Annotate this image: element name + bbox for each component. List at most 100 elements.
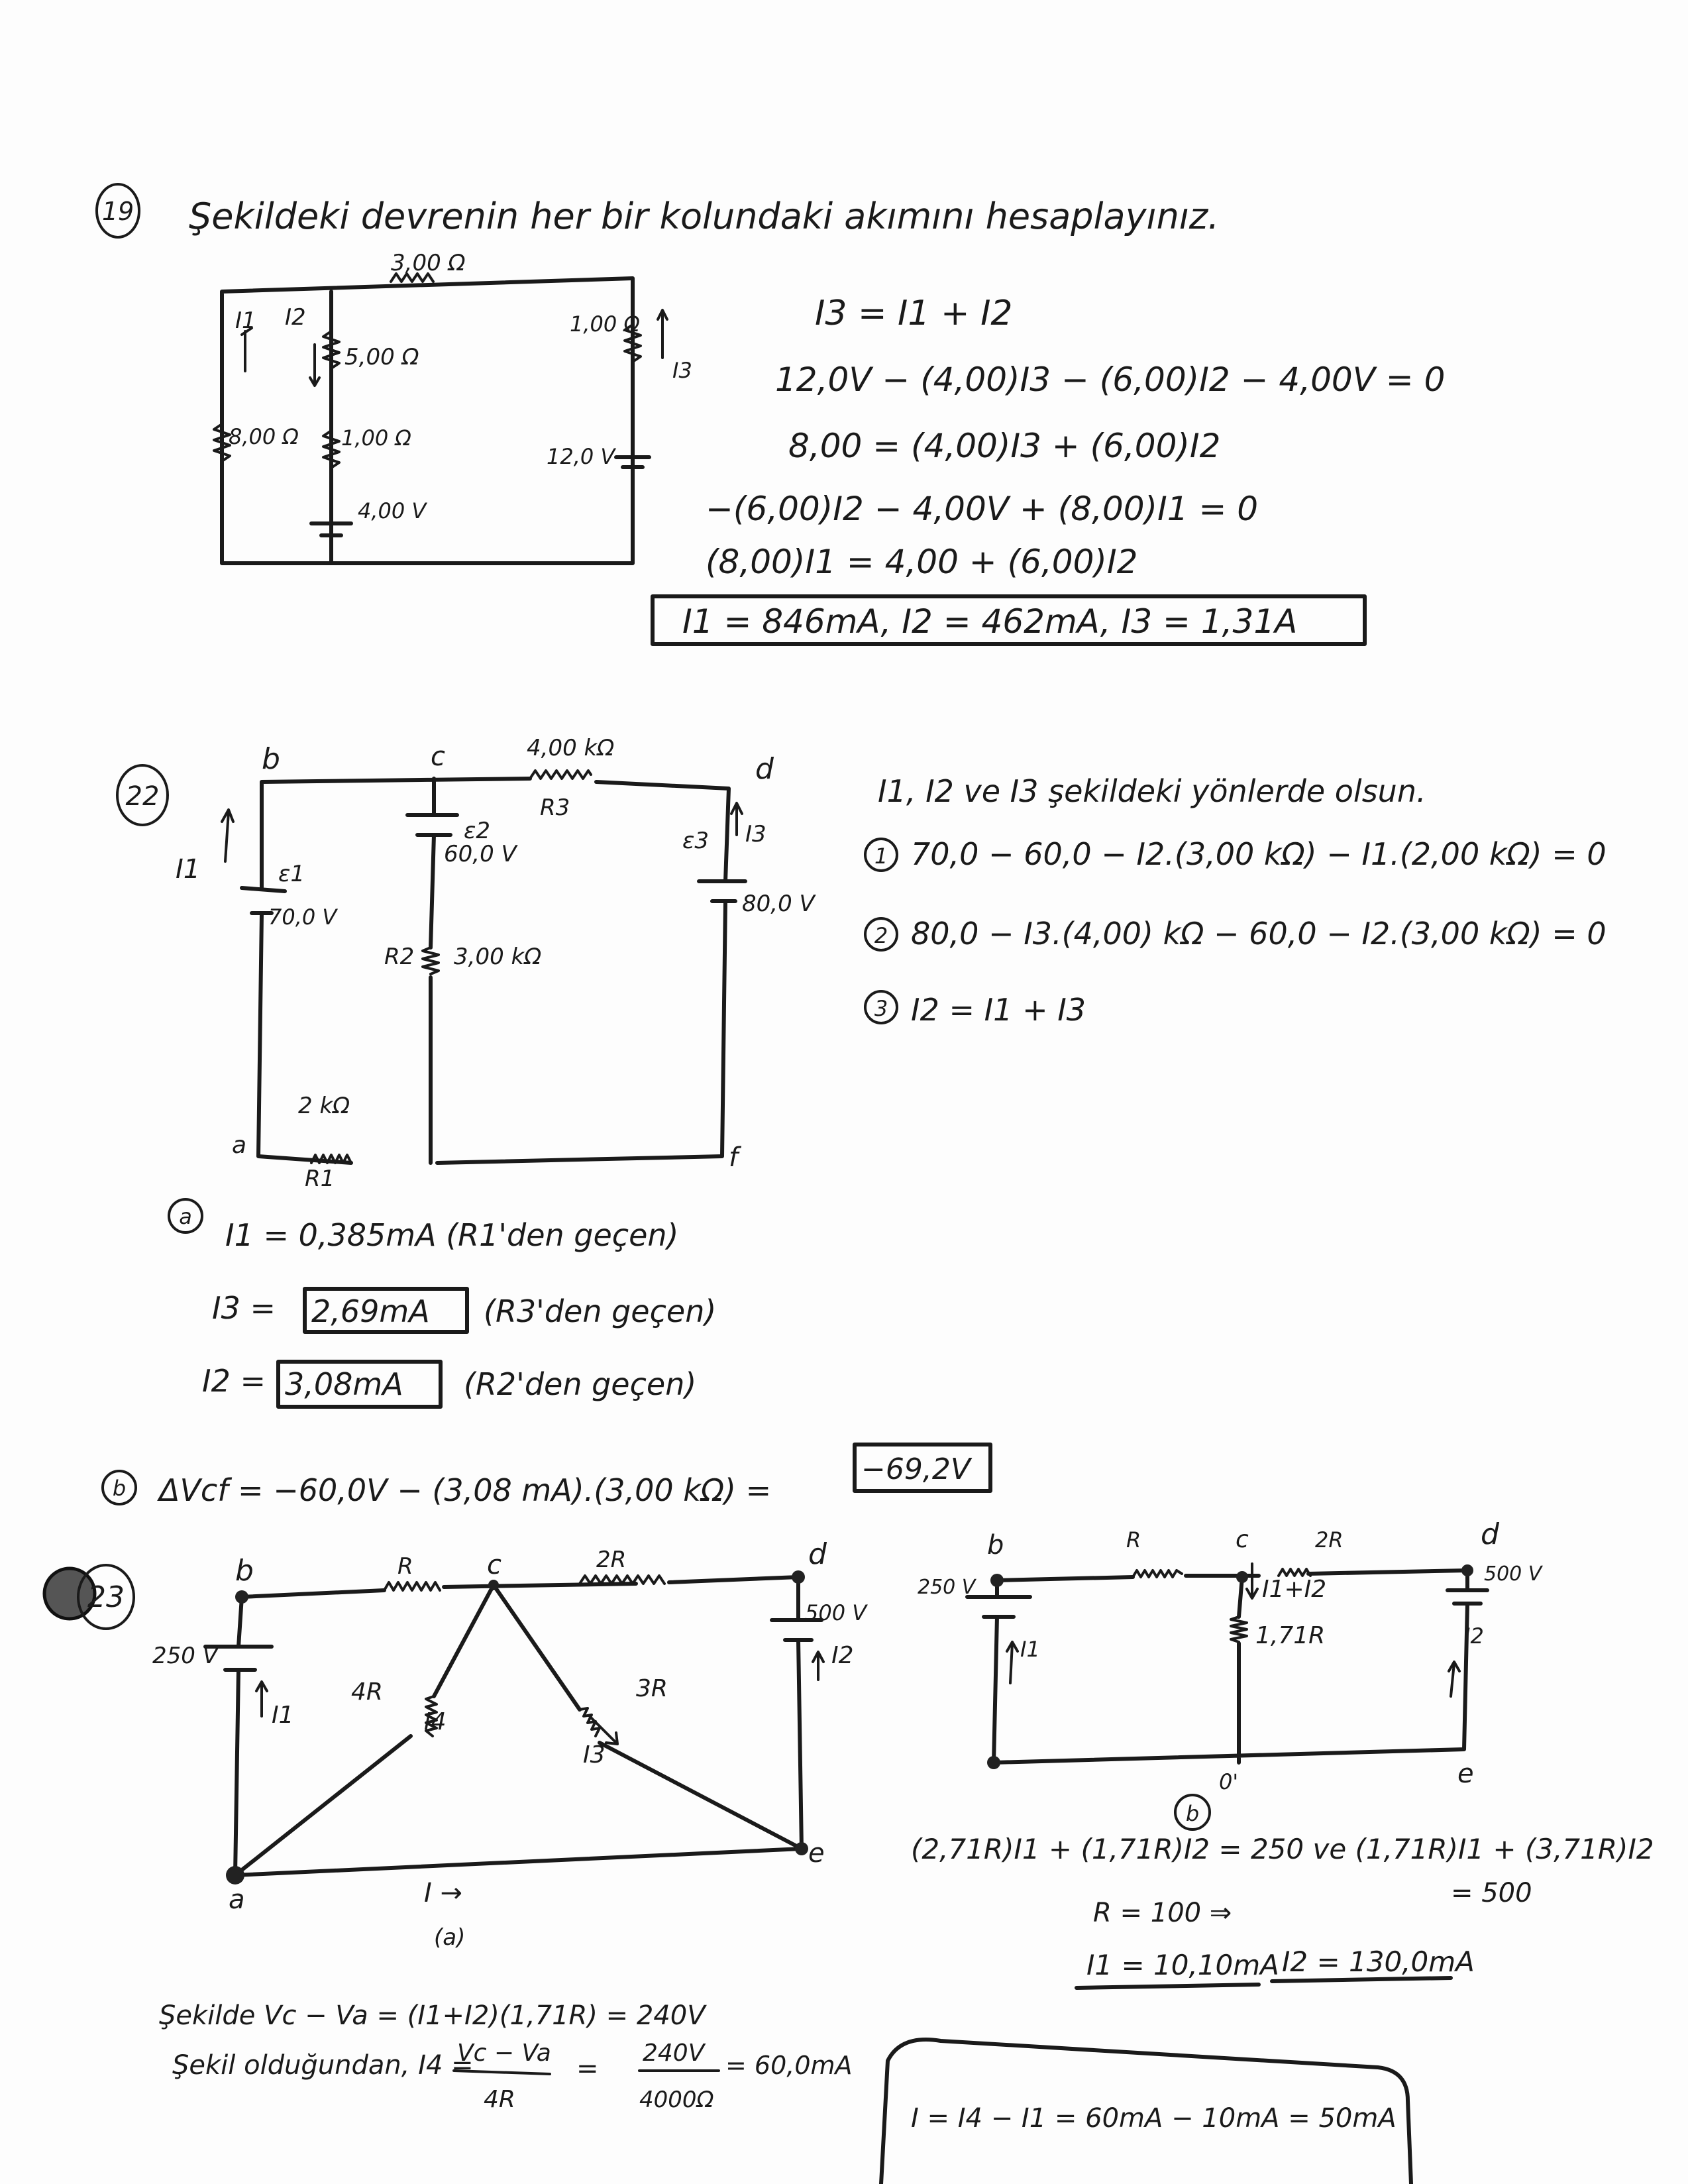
label-r-top: 3,00 Ω bbox=[391, 250, 466, 276]
label-r-5: 5,00 Ω bbox=[344, 344, 419, 370]
label-v3: 80,0 V bbox=[742, 891, 817, 917]
label-r-8: 8,00 Ω bbox=[229, 424, 299, 449]
label-i: I → bbox=[424, 1878, 462, 1908]
arrow-i1 bbox=[255, 1680, 268, 1718]
equation: 70,0 − 60,0 − I2.(3,00 kΩ) − I1.(2,00 kΩ… bbox=[911, 836, 1607, 872]
label-i3: I3 bbox=[672, 358, 692, 383]
fraction-denominator: 4R bbox=[484, 2086, 515, 2113]
equation: 80,0 − I3.(4,00) kΩ − 60,0 − I2.(3,00 kΩ… bbox=[911, 916, 1607, 952]
answer-box bbox=[303, 1287, 469, 1334]
label-r3-value: 4,00 kΩ bbox=[527, 735, 614, 761]
resistor-3ohm bbox=[390, 272, 435, 283]
label-r2-value: 3,00 kΩ bbox=[454, 944, 541, 970]
result-box bbox=[651, 594, 1367, 646]
equation: I2 = I1 + I3 bbox=[911, 992, 1086, 1028]
problem-22: 22 b c d a f 4,00 kΩ R3 ε2 60,0 V ε1 70,… bbox=[101, 735, 1607, 1508]
answer-i1: I1 = 10,10mA bbox=[1086, 1949, 1279, 1981]
node-d: d bbox=[755, 752, 774, 786]
answer-box bbox=[853, 1443, 992, 1493]
resistor-4r bbox=[425, 1695, 438, 1737]
problem-number: 19 bbox=[102, 197, 134, 226]
final-answer: I = I4 − I1 = 60mA − 10mA = 50mA bbox=[911, 2103, 1397, 2134]
part-circle bbox=[168, 1198, 203, 1234]
circuit-23b bbox=[965, 1562, 1489, 1769]
final-answer-box bbox=[879, 2038, 1413, 2184]
equation: (8,00)I1 = 4,00 + (6,00)I2 bbox=[706, 543, 1138, 581]
node-o: 0' bbox=[1219, 1769, 1238, 1794]
resistor-5ohm bbox=[322, 330, 341, 370]
step-circle bbox=[864, 917, 898, 952]
step-number: 1 bbox=[874, 844, 888, 869]
step-circle bbox=[864, 838, 898, 872]
arrow-i3 bbox=[730, 802, 743, 836]
node-d: d bbox=[808, 1537, 827, 1571]
label-v1: 70,0 V bbox=[268, 904, 338, 930]
answer-i2: I2 = 130,0mA bbox=[1282, 1945, 1475, 1978]
battery-12v bbox=[614, 455, 651, 469]
problem-23: 23 b c d a e R 2R 250 V 500 V I2 4R 3R I… bbox=[42, 1517, 1654, 2184]
resistor-1ohm-mid bbox=[322, 429, 341, 469]
problem-number: 23 bbox=[87, 1580, 125, 1614]
label-4r: 4R bbox=[351, 1678, 383, 1706]
node-d: d bbox=[1481, 1517, 1500, 1551]
label-1-71r: 1,71R bbox=[1255, 1622, 1325, 1649]
circuit-23a bbox=[203, 1570, 825, 1884]
problem-19: 19 Şekildeki devrenin her bir kolundaki … bbox=[95, 183, 1445, 646]
node-f: f bbox=[729, 1142, 742, 1173]
battery-250v bbox=[203, 1645, 274, 1672]
label-i2: I2 bbox=[1464, 1623, 1484, 1649]
answer-box bbox=[276, 1360, 443, 1409]
label-i1: I1 bbox=[1020, 1637, 1040, 1662]
node-c: c bbox=[1236, 1526, 1249, 1553]
label-v-12: 12,0 V bbox=[547, 444, 616, 469]
answer-dvcf: ΔVcf = −60,0V − (3,08 mA).(3,00 kΩ) = bbox=[157, 1472, 771, 1508]
underline bbox=[1075, 1976, 1453, 1990]
resistor-1ohm-right bbox=[623, 323, 642, 363]
battery-500v bbox=[770, 1618, 823, 1642]
label-500v: 500 V bbox=[1484, 1562, 1544, 1586]
arrow-i3 bbox=[657, 309, 668, 359]
equation: 8,00 = (4,00)I3 + (6,00)I2 bbox=[788, 427, 1221, 465]
arrow-i3 bbox=[588, 1715, 619, 1745]
label-r-right: 1,00 Ω bbox=[570, 311, 640, 337]
label-i3: I3 bbox=[745, 821, 766, 847]
node-a: a bbox=[232, 1132, 246, 1159]
arrow-i1 bbox=[221, 808, 235, 863]
step-number: 3 bbox=[874, 996, 888, 1021]
equation: 12,0V − (4,00)I3 − (6,00)I2 − 4,00V = 0 bbox=[775, 360, 1445, 399]
label-i1-plus-i2: I1+I2 bbox=[1262, 1576, 1326, 1603]
label-v2: 60,0 V bbox=[444, 841, 519, 867]
resistor-r3 bbox=[529, 769, 592, 780]
derivation-line: Şekil olduğundan, I4 = bbox=[172, 2050, 474, 2081]
battery-e1 bbox=[240, 886, 287, 915]
result-19: I1 = 846mA, I2 = 462mA, I3 = 1,31A bbox=[682, 602, 1297, 641]
label-r1: R1 bbox=[305, 1166, 335, 1192]
answer-dvcf-value: −69,2V bbox=[861, 1452, 973, 1486]
node-e: e bbox=[808, 1838, 825, 1869]
problem-number: 22 bbox=[126, 781, 160, 812]
equation: R = 100 ⇒ bbox=[1093, 1898, 1232, 1928]
label-3r: 3R bbox=[636, 1675, 668, 1702]
figure-caption-a: (a) bbox=[434, 1924, 465, 1951]
battery-250v bbox=[965, 1595, 1032, 1619]
answer-i3-note: (R3'den geçen) bbox=[484, 1293, 716, 1329]
node-e: e bbox=[1457, 1759, 1474, 1789]
problem-number-circle bbox=[95, 183, 140, 239]
label-v-4: 4,00 V bbox=[358, 498, 427, 523]
arrow-i2 bbox=[812, 1651, 825, 1681]
resistor-r bbox=[1132, 1569, 1183, 1578]
label-e3: ε3 bbox=[682, 828, 709, 854]
label-2r: 2R bbox=[1315, 1527, 1344, 1553]
problem-number-circle bbox=[116, 764, 169, 826]
label-250v: 250 V bbox=[918, 1576, 977, 1599]
answer-i1: I1 = 0,385mA (R1'den geçen) bbox=[225, 1217, 679, 1253]
arrow-i1 bbox=[1006, 1641, 1019, 1684]
resistor-r2 bbox=[421, 946, 440, 975]
answer-i2-note: (R2'den geçen) bbox=[464, 1366, 696, 1402]
answer-i3-label: I3 = bbox=[212, 1290, 276, 1326]
node-b: b bbox=[987, 1530, 1004, 1560]
label-e1: ε1 bbox=[278, 861, 305, 887]
part-label: b bbox=[113, 1476, 126, 1501]
